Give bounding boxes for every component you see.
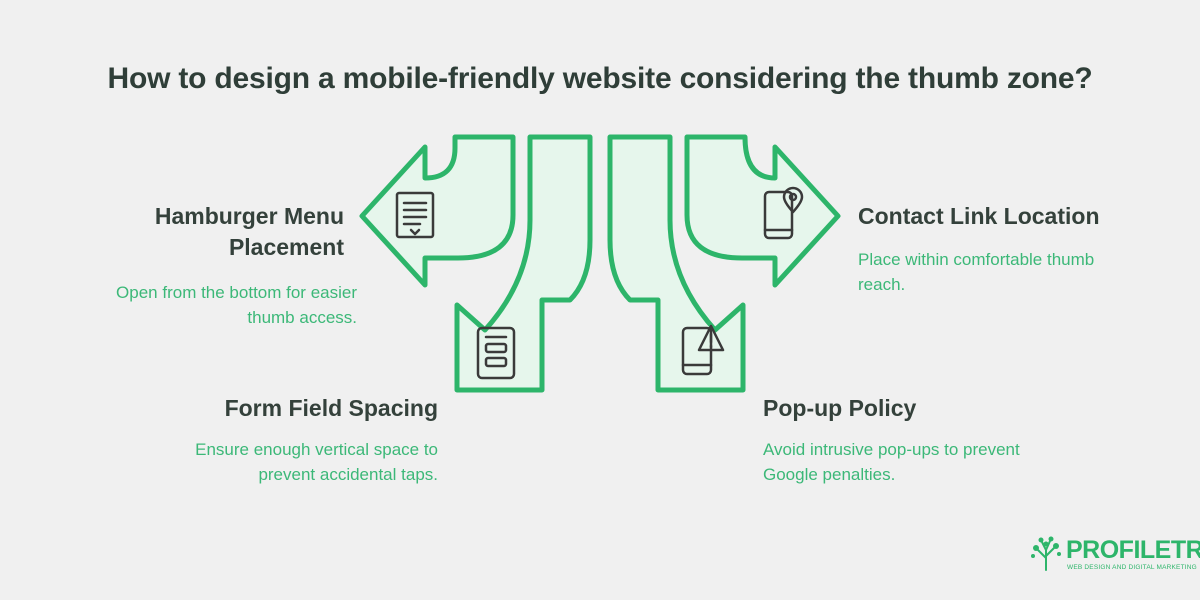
logo-name: PROFILETREE — [1066, 536, 1200, 564]
hamburger-description: Open from the bottom for easier thumb ac… — [116, 283, 357, 327]
arrow-hamburger — [359, 134, 516, 288]
form-heading: Form Field Spacing — [224, 395, 438, 421]
popup-description: Avoid intrusive pop-ups to prevent Googl… — [763, 440, 1020, 484]
document-menu-icon — [395, 191, 435, 239]
popup-heading: Pop-up Policy — [763, 395, 917, 421]
logo-tagline: WEB DESIGN AND DIGITAL MARKETING — [1067, 564, 1197, 571]
page-title: How to design a mobile-friendly website … — [107, 62, 1093, 95]
phone-location-icon — [763, 186, 804, 240]
arrow-contact — [684, 134, 841, 288]
contact-heading: Contact Link Location — [858, 203, 1100, 229]
form-description: Ensure enough vertical space to prevent … — [195, 440, 438, 484]
form-fields-icon — [476, 326, 516, 380]
hamburger-heading: Hamburger Menu Placement — [154, 203, 344, 260]
tree-icon — [1031, 536, 1061, 571]
profiletree-logo[interactable]: PROFILETREE WEB DESIGN AND DIGITAL MARKE… — [1030, 536, 1200, 576]
contact-description: Place within comfortable thumb reach. — [858, 250, 1095, 294]
phone-warning-icon — [681, 324, 725, 376]
